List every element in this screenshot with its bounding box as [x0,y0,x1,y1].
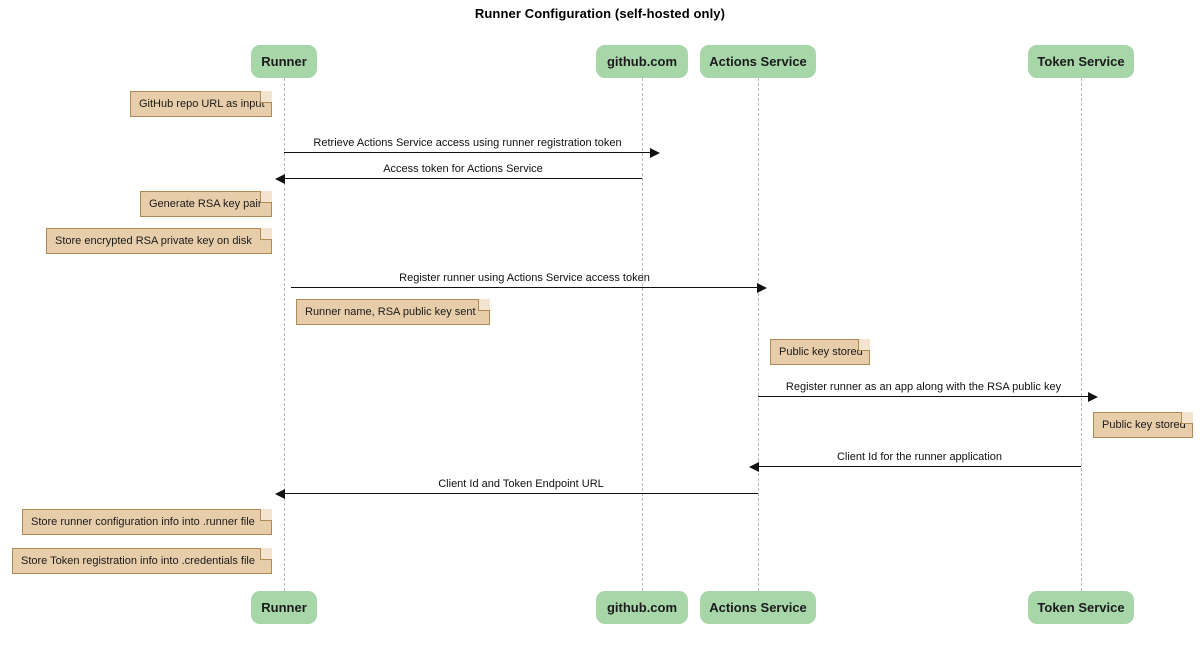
note-n1: GitHub repo URL as input [130,91,272,117]
message-m5: Client Id for the runner application [749,451,1081,472]
note-n7: Store runner configuration info into .ru… [22,509,272,535]
participant-bottom-runner[interactable]: Runner [251,591,317,624]
diagram-title: Runner Configuration (self-hosted only) [474,6,726,21]
participant-label: Actions Service [709,600,807,615]
lifeline-actions [758,78,759,591]
participant-label: Token Service [1037,600,1125,615]
participant-label: Runner [261,54,307,69]
participant-top-actions[interactable]: Actions Service [700,45,816,78]
message-m1: Retrieve Actions Service access using ru… [284,137,660,158]
note-n3: Store encrypted RSA private key on disk [46,228,272,254]
note-n4: Runner name, RSA public key sent [296,299,490,325]
message-m2: Access token for Actions Service [275,163,642,184]
participant-top-runner[interactable]: Runner [251,45,317,78]
lifeline-token [1081,78,1082,591]
lifeline-runner [284,78,285,591]
arrowhead-icon [275,489,285,499]
note-n6: Public key stored [1093,412,1193,438]
lifeline-github [642,78,643,591]
message-label: Register runner as an app along with the… [785,381,1062,393]
arrowhead-icon [757,283,767,293]
participant-label: Actions Service [709,54,807,69]
participant-label: Runner [261,600,307,615]
note-text: Store encrypted RSA private key on disk [55,235,252,247]
message-m3: Register runner using Actions Service ac… [291,272,767,293]
note-text: Public key stored [779,346,863,358]
note-text: GitHub repo URL as input [139,98,265,110]
arrowhead-icon [749,462,759,472]
note-text: Store runner configuration info into .ru… [31,516,255,528]
message-label: Client Id and Token Endpoint URL [438,478,604,490]
note-text: Store Token registration info into .cred… [21,555,255,567]
note-text: Runner name, RSA public key sent [305,306,476,318]
arrowhead-icon [1088,392,1098,402]
arrowhead-icon [650,148,660,158]
note-text: Generate RSA key pair [149,198,262,210]
note-n8: Store Token registration info into .cred… [12,548,272,574]
participant-bottom-actions[interactable]: Actions Service [700,591,816,624]
participant-bottom-token[interactable]: Token Service [1028,591,1134,624]
message-label: Access token for Actions Service [383,163,543,175]
message-label: Register runner using Actions Service ac… [399,272,650,284]
message-m4: Register runner as an app along with the… [758,381,1098,402]
participant-top-github[interactable]: github.com [596,45,688,78]
participant-bottom-github[interactable]: github.com [596,591,688,624]
participant-label: github.com [606,600,678,615]
message-label: Client Id for the runner application [836,451,1003,463]
participant-label: Token Service [1037,54,1125,69]
note-n2: Generate RSA key pair [140,191,272,217]
message-label: Retrieve Actions Service access using ru… [313,137,622,149]
note-text: Public key stored [1102,419,1186,431]
note-n5: Public key stored [770,339,870,365]
participant-top-token[interactable]: Token Service [1028,45,1134,78]
participant-label: github.com [606,54,678,69]
arrowhead-icon [275,174,285,184]
message-m6: Client Id and Token Endpoint URL [275,478,758,499]
